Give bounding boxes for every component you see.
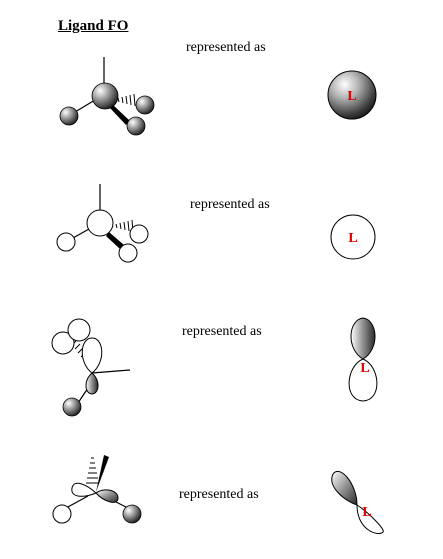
atom-right-front-open (118, 243, 138, 263)
atom-back-open-1 (51, 331, 75, 355)
ligand-label-1: L (347, 89, 356, 104)
central-atom-open (86, 209, 114, 237)
atom-front-shaded (62, 397, 82, 417)
tilted-orbital-molecule (52, 455, 142, 524)
atom-left-open (56, 232, 76, 252)
diagram-title: Ligand FO (58, 18, 129, 34)
shaded-sphere-molecule (59, 57, 155, 136)
vertical-orbital-molecule (51, 318, 131, 417)
open-lobe (348, 358, 378, 402)
ligand-orbital-vertical: L (348, 317, 378, 402)
represented-as-text-2: represented as (190, 197, 270, 212)
atom-right-back-open (129, 224, 149, 244)
central-atom (91, 82, 119, 110)
open-lobe-tilted (356, 504, 384, 534)
ligand-orbital-tilted: L (331, 471, 384, 534)
ligand-sphere-open: L (330, 214, 376, 260)
represented-as-text-1: represented as (186, 40, 266, 55)
filled-lobe (350, 317, 376, 360)
ligand-label-3: L (360, 361, 369, 376)
ligand-label-2: L (348, 231, 357, 246)
atom-right-front (126, 116, 146, 136)
represented-as-text-4: represented as (179, 487, 259, 502)
open-sphere-molecule (56, 184, 149, 263)
atom-left (59, 106, 79, 126)
atom-right-shaded-4 (122, 504, 142, 524)
ligand-label-4: L (362, 505, 371, 520)
filled-lobe-tilted (331, 471, 358, 506)
ligand-sphere-shaded: L (327, 70, 377, 120)
atom-right-back (135, 95, 155, 115)
atom-left-open-4 (52, 504, 72, 524)
atom-back-open-2 (67, 318, 91, 342)
represented-as-text-3: represented as (182, 324, 262, 339)
